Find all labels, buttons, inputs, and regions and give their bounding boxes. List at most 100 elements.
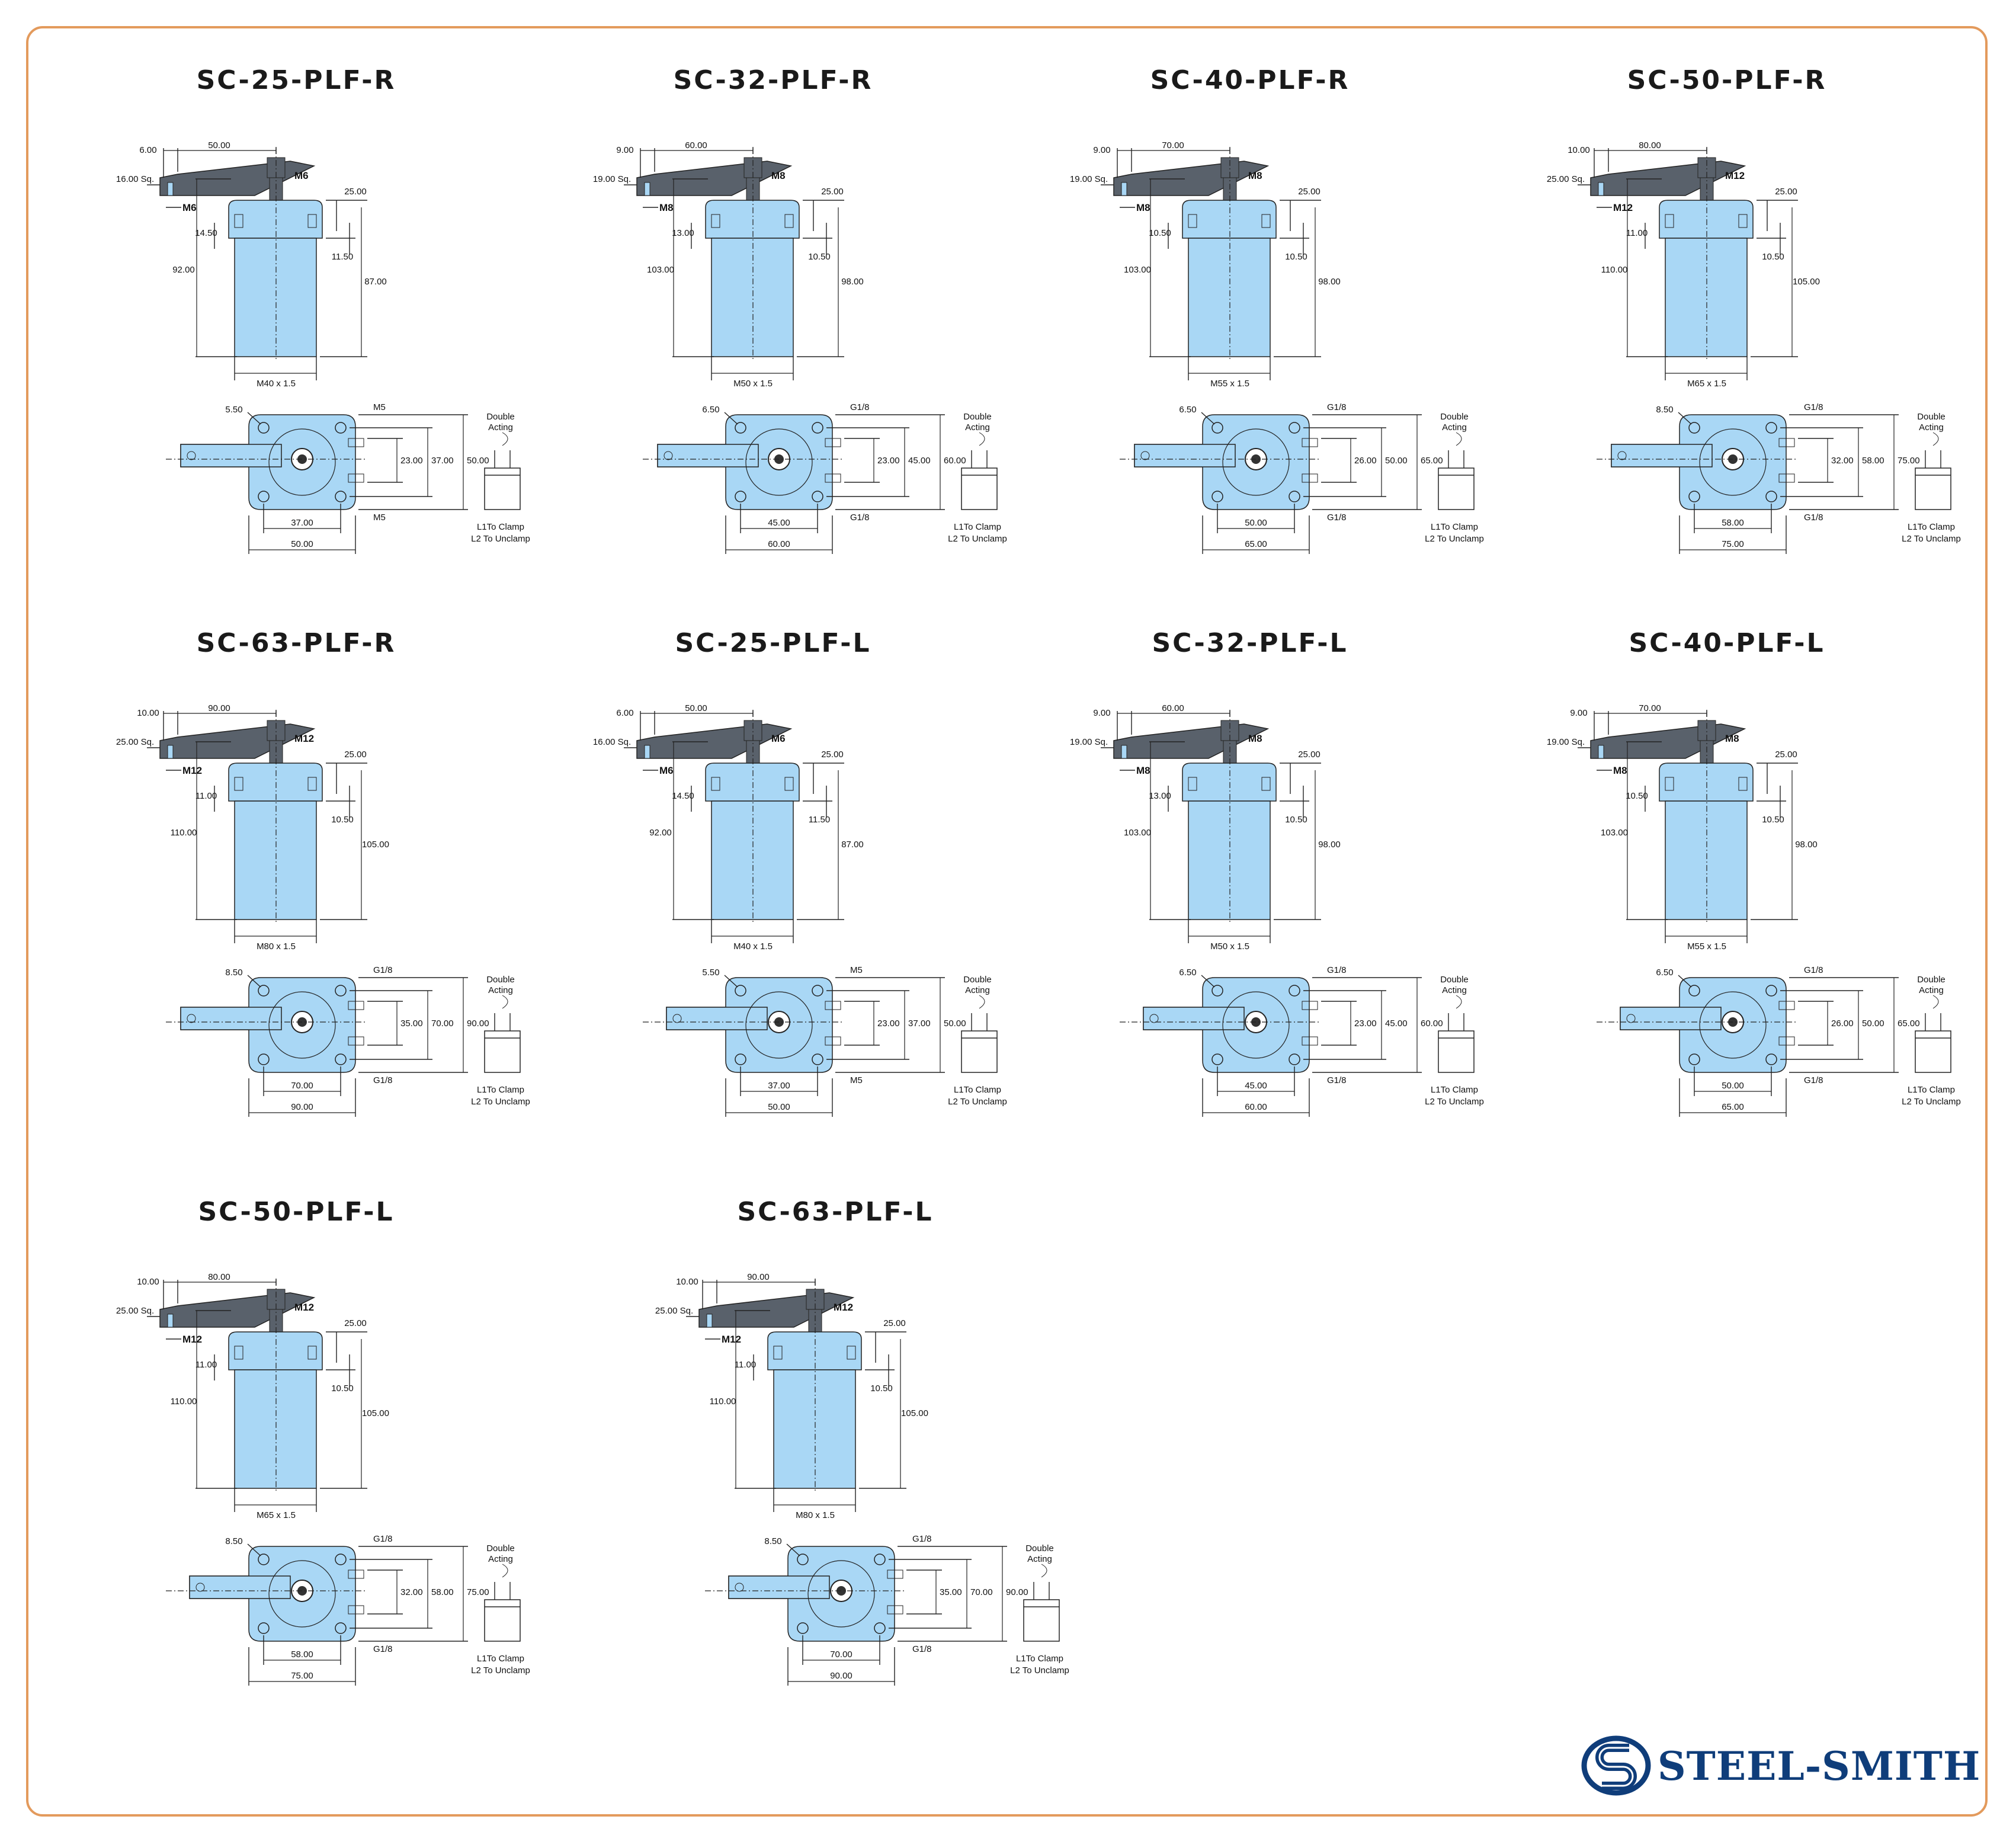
cylinder-body bbox=[234, 238, 317, 357]
cylinder-symbol-icon bbox=[1915, 1030, 1951, 1073]
dim-hole-dia: 5.50 bbox=[225, 405, 242, 415]
mount-hole-icon bbox=[812, 1053, 823, 1065]
dim-arm-length: 50.00 bbox=[685, 703, 707, 713]
dim-pad-square: 19.00 Sq. bbox=[593, 174, 631, 184]
cylinder-symbol-icon bbox=[484, 1599, 521, 1642]
dim-hole-dia: 8.50 bbox=[225, 1536, 242, 1546]
dim-arm-length: 70.00 bbox=[1639, 703, 1661, 713]
dim-flange-height: 25.00 bbox=[821, 187, 844, 197]
dim-body-thread: M80 x 1.5 bbox=[796, 1510, 835, 1520]
mount-hole-icon bbox=[335, 1553, 347, 1565]
dim-arm-offset: 10.00 bbox=[1568, 145, 1590, 155]
mount-hole-icon bbox=[1688, 422, 1700, 434]
mount-hole-icon bbox=[1765, 422, 1777, 434]
port-left bbox=[711, 777, 720, 791]
port-right bbox=[1261, 214, 1271, 228]
pressure-line-icon bbox=[1456, 995, 1462, 1009]
dim-port-spacing: 32.00 bbox=[1831, 456, 1854, 466]
dim-flange-gap: 14.50 bbox=[195, 228, 217, 238]
dim-flange-width-h: 60.00 bbox=[1245, 1102, 1267, 1112]
model-title: SC-40-PLF-R bbox=[1150, 65, 1350, 95]
port-right bbox=[784, 777, 794, 791]
dim-flange-width-h: 50.00 bbox=[291, 539, 313, 549]
dim-port-spacing: 23.00 bbox=[1354, 1018, 1377, 1029]
mount-hole-icon bbox=[812, 985, 823, 997]
dim-arm-thread: M6 bbox=[659, 765, 674, 776]
dim-port-offset: 10.50 bbox=[331, 1383, 354, 1394]
model-title: SC-50-PLF-R bbox=[1627, 65, 1827, 95]
brand-logo: STEEL-SMITH bbox=[1581, 1730, 1980, 1801]
dim-total-height: 92.00 bbox=[649, 828, 672, 838]
dim-port-top: G1/8 bbox=[1804, 402, 1823, 412]
dim-body-height: 105.00 bbox=[901, 1408, 928, 1418]
mount-hole-icon bbox=[335, 985, 347, 997]
dim-hole-dia: 6.50 bbox=[1656, 968, 1673, 978]
dim-hole-spacing-v: 70.00 bbox=[431, 1018, 454, 1029]
clamp-flange bbox=[1659, 763, 1754, 802]
dim-body-height: 87.00 bbox=[841, 840, 864, 850]
clamp-flange bbox=[228, 763, 323, 802]
port-left bbox=[711, 214, 720, 228]
legend-l1: L1To Clamp bbox=[954, 522, 1001, 532]
dim-port-bottom: G1/8 bbox=[1804, 1075, 1823, 1085]
dim-port-top: G1/8 bbox=[912, 1534, 932, 1544]
dim-flange-height: 25.00 bbox=[344, 187, 367, 197]
dim-port-bottom: G1/8 bbox=[1327, 512, 1347, 523]
body-outline bbox=[268, 991, 336, 1059]
arm-contact-pad bbox=[1598, 745, 1604, 759]
port-top-icon bbox=[1778, 1001, 1795, 1010]
legend-type: Double bbox=[486, 975, 515, 985]
dim-flange-width-v: 75.00 bbox=[467, 1587, 489, 1597]
mount-hole-icon bbox=[1211, 985, 1223, 997]
dim-screw-thread: M6 bbox=[771, 733, 786, 744]
dim-screw-thread: M8 bbox=[1725, 733, 1739, 744]
cylinder-body bbox=[773, 1369, 856, 1489]
dim-total-height: 110.00 bbox=[171, 1396, 197, 1407]
legend-l1: L1To Clamp bbox=[1431, 1085, 1478, 1095]
dim-flange-width-h: 90.00 bbox=[291, 1102, 313, 1112]
dim-port-spacing: 23.00 bbox=[400, 456, 423, 466]
mount-hole-icon bbox=[812, 422, 823, 434]
mount-hole-icon bbox=[1211, 491, 1223, 502]
cylinder-symbol-icon bbox=[484, 1030, 521, 1073]
cylinder-symbol-icon bbox=[1915, 467, 1951, 510]
mount-hole-icon bbox=[735, 1053, 746, 1065]
dim-arm-offset: 6.00 bbox=[616, 708, 633, 718]
mount-hole-icon bbox=[735, 985, 746, 997]
arm-contact-pad bbox=[706, 1314, 713, 1328]
dim-hole-dia: 6.50 bbox=[1179, 968, 1196, 978]
dim-hole-dia: 6.50 bbox=[1179, 405, 1196, 415]
page-border bbox=[26, 26, 1988, 1817]
dim-hole-spacing-h: 70.00 bbox=[830, 1649, 852, 1660]
dim-arm-length: 90.00 bbox=[747, 1272, 770, 1282]
dim-flange-gap: 11.00 bbox=[195, 791, 217, 801]
dim-flange-gap: 10.50 bbox=[1626, 791, 1648, 801]
dim-port-offset: 10.50 bbox=[331, 815, 354, 825]
pressure-line-icon bbox=[979, 995, 985, 1009]
port-right bbox=[1261, 777, 1271, 791]
dim-body-thread: M65 x 1.5 bbox=[257, 1510, 296, 1520]
mount-hole-icon bbox=[1211, 1053, 1223, 1065]
dim-flange-width-h: 60.00 bbox=[768, 539, 790, 549]
clamp-arm bbox=[1590, 723, 1746, 759]
dim-hole-spacing-h: 37.00 bbox=[291, 518, 313, 528]
dim-flange-width-v: 60.00 bbox=[944, 456, 966, 466]
clamp-arm-overlay bbox=[1611, 444, 1713, 467]
dim-arm-length: 60.00 bbox=[1162, 703, 1184, 713]
legend-type: Acting bbox=[1442, 985, 1467, 995]
port-bottom-icon bbox=[1778, 1036, 1795, 1046]
dim-total-height: 103.00 bbox=[1124, 828, 1151, 838]
dim-flange-height: 25.00 bbox=[344, 749, 367, 760]
clamp-arm bbox=[698, 1292, 855, 1328]
